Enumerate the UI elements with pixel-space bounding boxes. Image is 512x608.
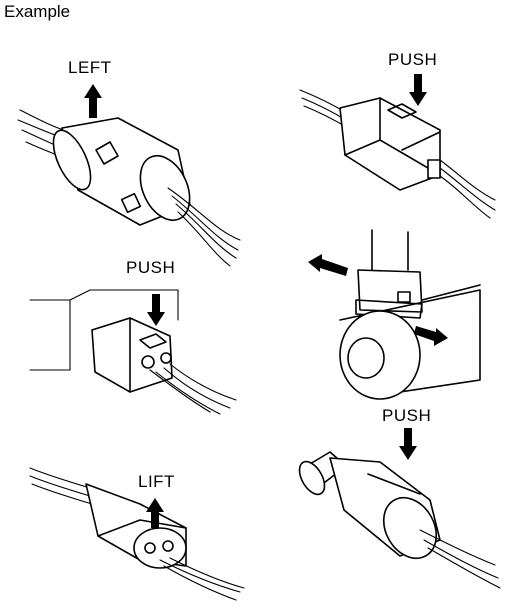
label-push-middle-left: PUSH [126, 258, 176, 277]
label-push-top-right: PUSH [388, 50, 438, 69]
connector-sensor-release [339, 229, 481, 400]
lift-arrow-icon [146, 498, 164, 528]
push-arrow-icon [399, 428, 417, 460]
label-push-bottom-right: PUSH [382, 406, 432, 425]
connector-lift-flat [29, 467, 245, 601]
label-left: LEFT [68, 58, 112, 77]
release-right-arrow-icon [414, 326, 448, 346]
connector-push-block [29, 289, 237, 415]
page-title: Example [4, 2, 71, 21]
connector-push-round [298, 451, 501, 589]
connector-lift-round [17, 109, 241, 267]
release-left-arrow-icon [308, 254, 348, 276]
push-arrow-icon [409, 74, 427, 106]
lift-arrow-icon [84, 84, 102, 118]
push-arrow-icon [147, 294, 165, 326]
connector-push-rectangular-1 [299, 89, 496, 219]
label-lift: LIFT [138, 472, 175, 491]
